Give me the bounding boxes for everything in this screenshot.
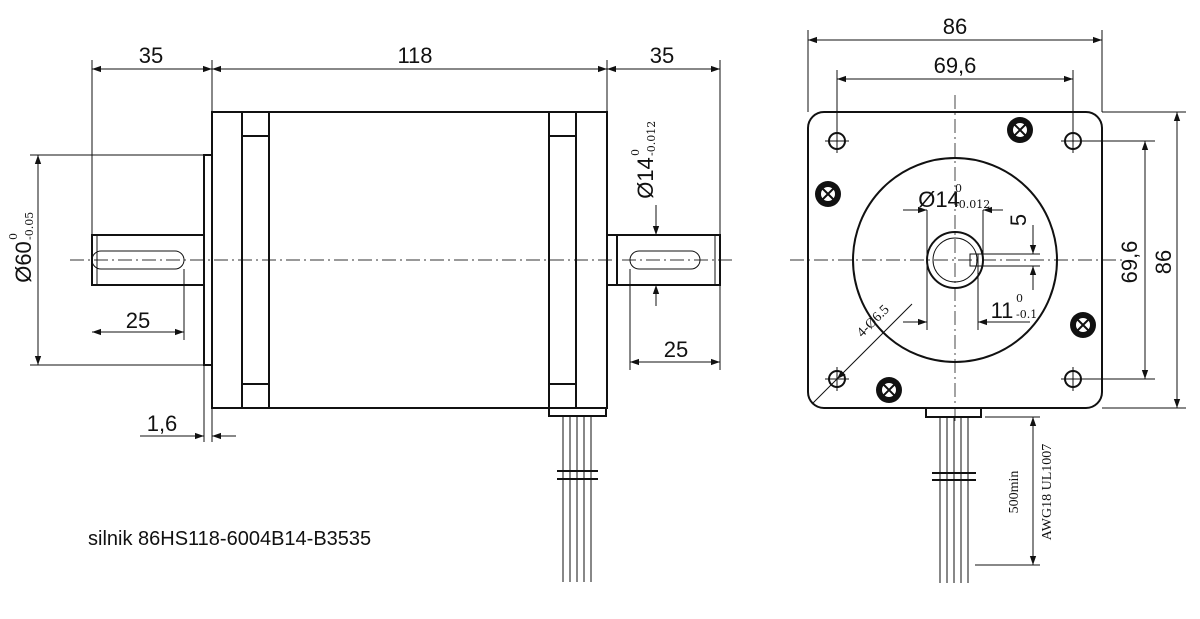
dim-left-key-length: 25	[126, 308, 150, 333]
motor-body	[211, 111, 608, 409]
front-cable	[925, 407, 982, 583]
front-flat-dim	[978, 225, 1040, 290]
dim-flat-tol-lower: -0.1	[1016, 308, 1037, 321]
dim-front-shaft-diameter: Ø14	[918, 187, 960, 212]
dim-body-length: 118	[397, 43, 432, 68]
cable-length-label: 500min	[1007, 471, 1022, 514]
dim-hole-spacing-vertical: 69,6	[1117, 241, 1142, 284]
side-view: 35 118 35 Ø60 0 -0.05 25 25	[7, 43, 735, 582]
holes-leader	[811, 378, 838, 405]
dim-left-shaft-length: 35	[139, 43, 163, 68]
front-flat-depth-dim	[903, 265, 1030, 330]
dim-side-shaft-tol-lower: -0.012	[645, 121, 658, 156]
dim-flat-width: 5	[1006, 214, 1031, 226]
cable-spec-label: AWG18 UL1007	[1040, 444, 1055, 540]
dim-flange-thickness: 1,6	[147, 411, 178, 436]
dim-pilot-tol-upper: 0	[7, 233, 20, 240]
side-pilot-dim	[30, 154, 204, 366]
dim-hole-spacing-horizontal: 69,6	[934, 53, 977, 78]
dim-side-shaft-tol-upper: 0	[629, 149, 642, 156]
front-shaft-key	[969, 253, 979, 267]
front-shaft	[926, 231, 984, 289]
dim-flat-tol-upper: 0	[1016, 292, 1023, 305]
screw-top	[1007, 117, 1033, 143]
dim-front-height: 86	[1151, 250, 1176, 274]
dim-pilot-tol-lower: -0.05	[23, 212, 36, 240]
dim-side-shaft-diameter: Ø14	[633, 157, 658, 199]
side-flange-dim	[140, 365, 236, 442]
front-right-dims	[1081, 111, 1186, 409]
screw-left	[815, 181, 841, 207]
front-view: 500min AWG18 UL1007 86 69,6 69,6	[790, 14, 1186, 583]
dim-pilot-diameter: Ø60	[11, 241, 36, 283]
dim-front-width: 86	[943, 14, 967, 39]
right-shaft	[616, 234, 721, 286]
front-boss	[852, 157, 1058, 363]
side-right-key-dim	[629, 269, 721, 370]
side-top-dims	[91, 60, 721, 235]
motor-model-caption: silnik 86HS118-6004B14-B3535	[88, 528, 371, 550]
dim-right-key-length: 25	[664, 337, 688, 362]
front-top-dims	[807, 30, 1103, 133]
side-cable	[548, 407, 607, 582]
dim-front-shaft-tol-lower: -0.012	[955, 198, 990, 211]
screw-bottom	[876, 377, 902, 403]
dim-right-shaft-length: 35	[650, 43, 674, 68]
front-shaft-dim	[903, 206, 1003, 255]
dim-flat-depth: 11	[991, 298, 1014, 323]
dim-front-shaft-tol-upper: 0	[955, 182, 962, 195]
screw-right	[1070, 312, 1096, 338]
cable-length-dim	[975, 416, 1040, 566]
side-left-key-dim	[92, 269, 185, 340]
front-shaft-flat	[932, 237, 978, 283]
